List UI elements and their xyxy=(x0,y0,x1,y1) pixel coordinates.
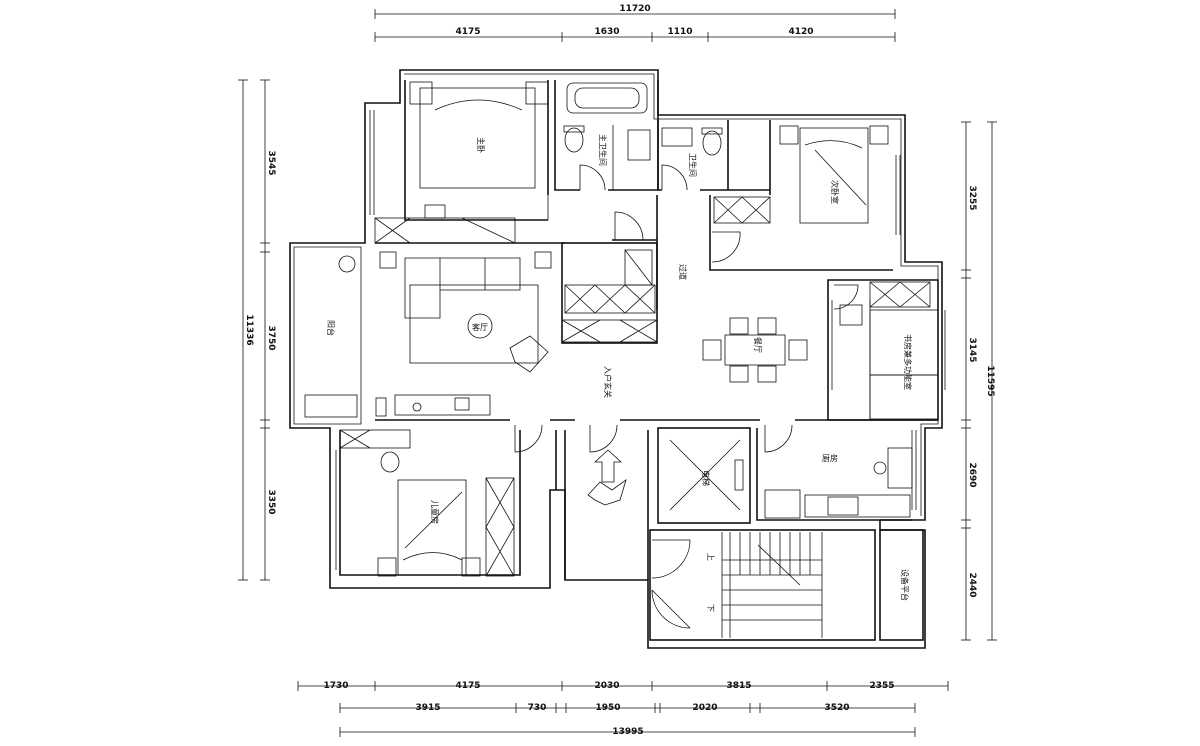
outer-walls xyxy=(289,69,946,649)
left-dimensions: 11336 3545 3750 3350 xyxy=(238,79,276,581)
top-dim-2: 1630 xyxy=(594,27,619,37)
furniture xyxy=(304,81,939,577)
right-dim-3: 2690 xyxy=(967,462,977,487)
bottom-dim-1: 1730 xyxy=(323,681,348,691)
bottom2-dim-3: 1950 xyxy=(595,703,620,713)
bottom-dimensions: 1730 4175 2030 3815 2355 3915 730 1950 2… xyxy=(297,681,949,737)
label-service-balcony: 设备平台 xyxy=(900,569,910,601)
label-entrance: 入户玄关 xyxy=(603,366,613,398)
right-dimensions: 11595 3255 3145 2690 2440 xyxy=(961,121,997,641)
right-dim-1: 3255 xyxy=(967,185,977,210)
left-dim-3: 3350 xyxy=(266,489,276,514)
bottom-dim-5: 2355 xyxy=(869,681,894,691)
label-stair-down: 下 xyxy=(706,604,715,612)
label-master-bedroom: 主卧 xyxy=(476,137,486,153)
label-dining: 餐厅 xyxy=(753,337,762,353)
left-dim-2: 3750 xyxy=(266,325,276,350)
bottom-dim-4: 3815 xyxy=(726,681,751,691)
bottom2-dim-1: 3915 xyxy=(415,703,440,713)
stair-treads xyxy=(721,532,823,638)
right-total-dim: 11595 xyxy=(985,365,995,396)
room-labels: 主卧 主卫生间 卫生间 次卧室 客厅 阳台 过道 餐厅 入户玄关 书房兼多功能室… xyxy=(326,134,913,612)
bottom-dim-3: 2030 xyxy=(594,681,619,691)
left-total-dim: 11336 xyxy=(244,314,254,345)
label-balcony: 阳台 xyxy=(326,320,336,336)
label-public-bath: 卫生间 xyxy=(688,153,698,177)
right-dim-2: 3145 xyxy=(967,337,977,362)
label-study: 书房兼多功能室 xyxy=(903,334,913,390)
top-dim-1: 4175 xyxy=(455,27,480,37)
door-swings xyxy=(514,164,859,629)
bottom2-dim-2: 730 xyxy=(528,703,547,713)
label-stair-up: 上 xyxy=(706,553,715,561)
bottom2-dim-5: 3520 xyxy=(824,703,849,713)
label-elevator: 电梯 xyxy=(701,470,711,486)
right-dim-4: 2440 xyxy=(967,572,977,597)
bottom-total-dim: 13995 xyxy=(612,727,643,737)
top-dim-4: 4120 xyxy=(788,27,813,37)
label-third-bedroom: 儿童房 xyxy=(430,500,440,524)
top-total-dim: 11720 xyxy=(619,4,650,14)
bottom2-dim-4: 2020 xyxy=(692,703,717,713)
label-living-room: 客厅 xyxy=(472,322,488,332)
bottom-dim-2: 4175 xyxy=(455,681,480,691)
label-master-bath: 主卫生间 xyxy=(598,134,608,166)
label-corridor: 过道 xyxy=(678,264,688,280)
left-dim-1: 3545 xyxy=(266,150,276,175)
label-second-bedroom: 次卧室 xyxy=(830,180,840,204)
label-kitchen: 厨房 xyxy=(822,453,838,463)
top-dimensions: 11720 4175 1630 1110 4120 xyxy=(374,4,896,42)
top-dim-3: 1110 xyxy=(667,27,692,37)
interior-walls xyxy=(339,80,939,641)
